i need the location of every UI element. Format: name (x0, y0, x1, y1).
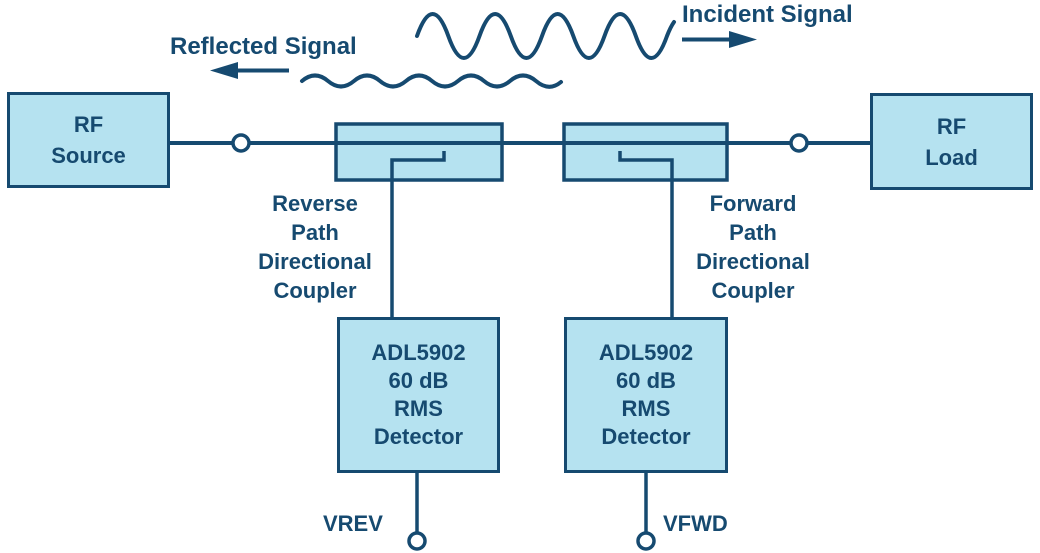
vrev-terminal-node (407, 531, 427, 551)
source-terminal-node (231, 133, 251, 153)
forward-coupler-box (562, 122, 729, 182)
reverse-detector-line3: RMS (394, 396, 443, 421)
forward-detector-block: ADL5902 60 dB RMS Detector (564, 317, 728, 473)
forward-detector-line4: Detector (601, 424, 691, 449)
reflected-signal-label: Reflected Signal (170, 33, 357, 60)
rf-source-label-line1: RF (73, 112, 104, 137)
forward-coupler-caption-line2: Path (729, 220, 777, 245)
incident-arrow-head (729, 31, 757, 48)
reverse-coupler-caption-line3: Directional (258, 249, 372, 274)
reverse-coupler-caption-line1: Reverse (272, 191, 358, 216)
rf-load-label-line2: Load (925, 144, 978, 170)
forward-coupler-caption-line4: Coupler (711, 278, 795, 303)
load-terminal-node (789, 133, 809, 153)
reflected-wave (300, 73, 563, 89)
reverse-coupler-caption-line2: Path (291, 220, 339, 245)
reverse-coupler-caption: Reverse Path Directional Coupler (227, 189, 403, 305)
reverse-coupled-line (390, 151, 446, 318)
forward-coupler-caption-line3: Directional (696, 249, 810, 274)
forward-detector-line2: 60 dB (616, 368, 676, 393)
vfwd-label: VFWD (663, 511, 728, 536)
reverse-detector-block: ADL5902 60 dB RMS Detector (337, 317, 500, 473)
rf-source-block: RF Source (7, 92, 170, 188)
rf-load-block: RF Load (870, 93, 1033, 190)
reverse-detector-line4: Detector (373, 424, 464, 449)
vfwd-terminal-node (636, 531, 656, 551)
reverse-detector-line1: ADL5902 (371, 340, 466, 365)
incident-signal-label: Incident Signal (682, 1, 853, 28)
rf-load-label-line1: RF (936, 113, 967, 139)
reflected-arrow-head (210, 62, 238, 79)
reverse-coupler-box (334, 122, 504, 182)
forward-coupled-line (618, 151, 674, 318)
forward-detector-line1: ADL5902 (598, 340, 694, 365)
forward-coupler-caption-line1: Forward (709, 191, 797, 216)
vrev-label: VREV (323, 511, 383, 536)
incident-wave (415, 12, 676, 60)
reverse-coupler-caption-line4: Coupler (273, 278, 357, 303)
rf-source-label-line2: Source (51, 143, 126, 168)
forward-detector-line3: RMS (621, 396, 671, 421)
reverse-detector-line2: 60 dB (388, 368, 449, 393)
forward-coupler-caption: Forward Path Directional Coupler (665, 189, 841, 305)
